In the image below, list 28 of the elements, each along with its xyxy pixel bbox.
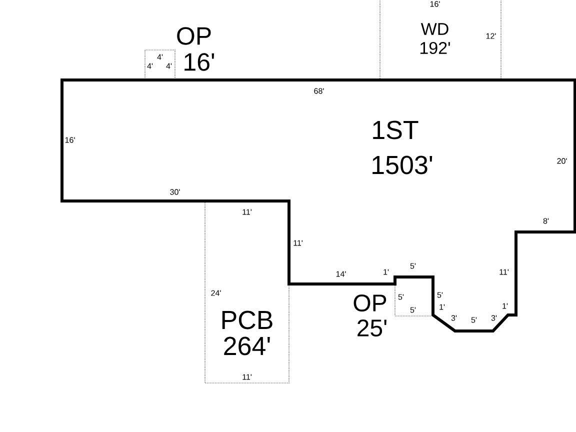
dimension-label: 68'	[314, 88, 324, 94]
dimension-label: 20'	[557, 158, 567, 164]
dimension-label: 11'	[242, 374, 252, 380]
dimension-label: 12'	[486, 33, 496, 39]
dimension-label: 5'	[410, 307, 416, 313]
node-label: OP	[177, 27, 211, 45]
dimension-label: 1'	[440, 304, 445, 310]
dimension-label: 30'	[170, 189, 180, 195]
dimension-label: 5'	[398, 294, 404, 300]
dimension-label: 24'	[211, 290, 221, 296]
dimension-label: 4'	[166, 63, 172, 69]
dimension-label: 1'	[384, 269, 389, 275]
dimension-label: 5'	[437, 292, 443, 298]
dimension-label: 11'	[294, 240, 303, 246]
dimension-label: 5'	[471, 317, 477, 323]
dimension-label: 3'	[491, 315, 497, 321]
dimension-label: 11'	[242, 209, 252, 215]
dimension-label: 14'	[336, 271, 346, 277]
dimension-label: 4'	[147, 63, 153, 69]
dimension-label: 11'	[500, 269, 509, 275]
node-label: 16'	[184, 53, 214, 71]
dimension-label: 3'	[451, 315, 457, 321]
dimension-label: 8'	[543, 218, 549, 224]
dimension-label: 1'	[502, 303, 508, 309]
dimension-label: 16'	[430, 1, 440, 7]
dimension-label: 4'	[157, 54, 163, 60]
dimension-label: 16'	[65, 137, 75, 143]
dimension-label: 5'	[410, 263, 416, 269]
